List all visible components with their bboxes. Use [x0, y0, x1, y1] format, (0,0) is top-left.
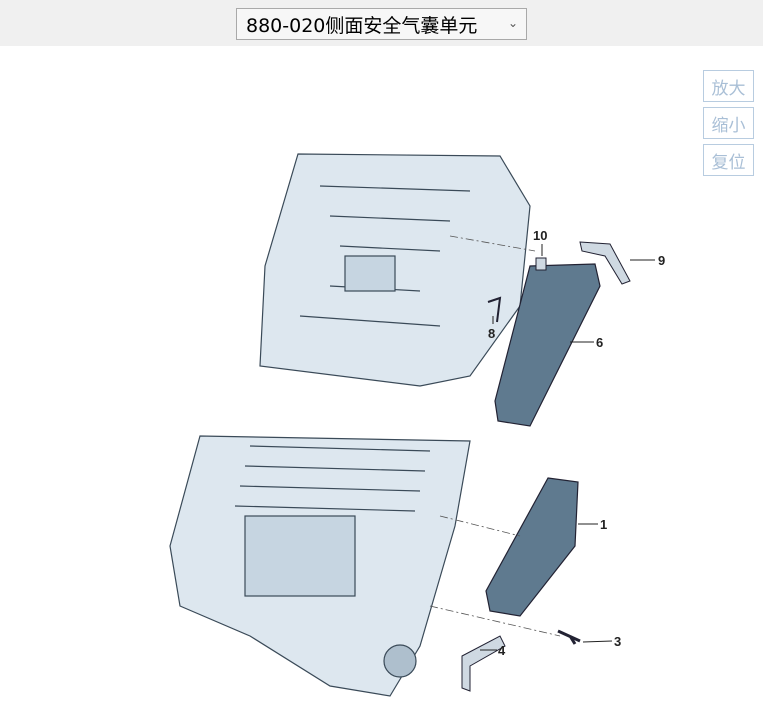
- zoom-controls: 放大 缩小 复位: [703, 70, 754, 181]
- callout-8[interactable]: 8: [488, 326, 495, 341]
- reset-button[interactable]: 复位: [703, 144, 754, 176]
- callouts: [480, 244, 655, 651]
- bracket-9: [579, 241, 631, 285]
- guide-lines: [429, 235, 561, 637]
- section-select-value: 880-020侧面安全气囊单元: [246, 14, 478, 37]
- bolt-3: [557, 629, 581, 645]
- callout-4[interactable]: 4: [498, 643, 506, 658]
- callout-9[interactable]: 9: [658, 253, 665, 268]
- section-select[interactable]: 880-020侧面安全气囊单元 ⌄: [236, 8, 527, 40]
- callout-3[interactable]: 3: [614, 634, 621, 649]
- callout-6[interactable]: 6: [596, 335, 603, 350]
- airbag-upper: [494, 263, 601, 427]
- bolt-8: [487, 296, 502, 323]
- parts-diagram[interactable]: 1 3 4 6 8 9 10: [0, 46, 763, 724]
- callout-1[interactable]: 1: [600, 517, 607, 532]
- zoom-in-button[interactable]: 放大: [703, 70, 754, 102]
- callout-10[interactable]: 10: [533, 228, 547, 243]
- nut-10: [535, 257, 547, 271]
- top-bar: 880-020侧面安全气囊单元 ⌄: [0, 0, 763, 46]
- seat-lower-frame: [169, 435, 471, 697]
- chevron-down-icon: ⌄: [507, 16, 518, 30]
- zoom-out-button[interactable]: 缩小: [703, 107, 754, 139]
- airbag-lower: [485, 477, 579, 617]
- seat-back-frame: [259, 153, 531, 387]
